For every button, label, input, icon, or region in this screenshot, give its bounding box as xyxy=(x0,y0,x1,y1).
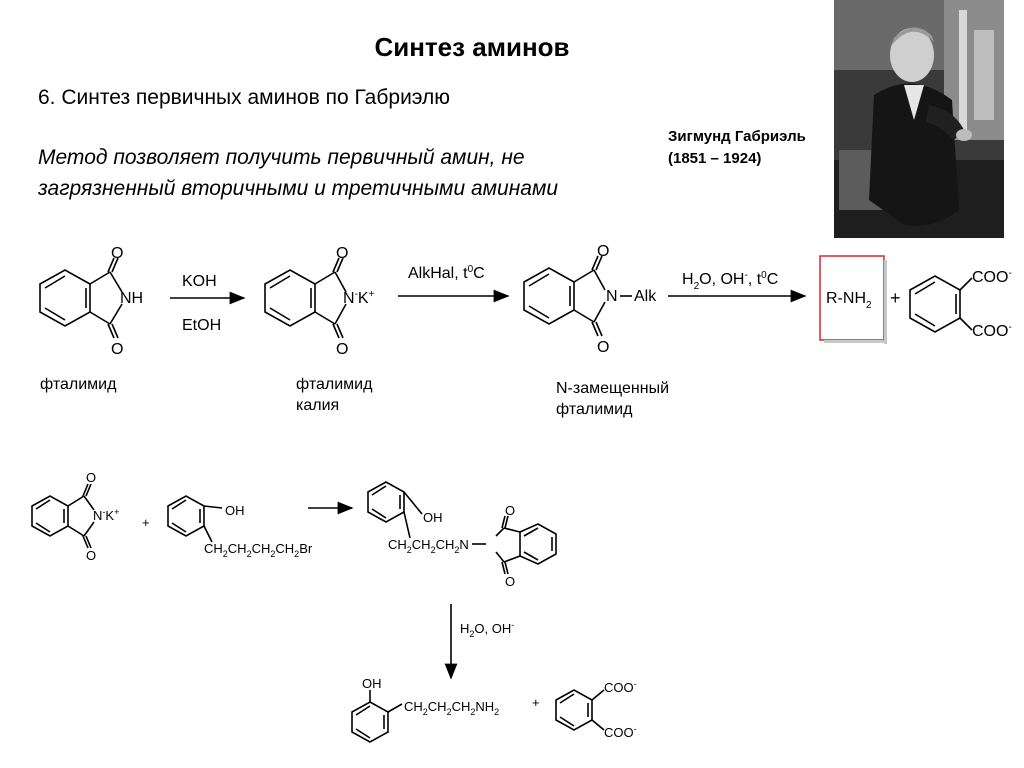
slide-title: Синтез аминов xyxy=(374,32,570,62)
reagent-hydrolysis: H2O, OH-, t0C xyxy=(682,270,778,292)
n-substituted-phthalimide-structure xyxy=(523,255,632,337)
method-description: Метод позволяет получить первичный амин,… xyxy=(38,142,558,204)
primary-amine-product: R-NH2 xyxy=(826,290,872,311)
oxo-label: O xyxy=(597,339,609,356)
oxo-label: O xyxy=(86,548,96,563)
plus-sign: + xyxy=(532,695,540,710)
phthalate-structure-2 xyxy=(555,689,605,731)
reagent-hydrolysis-2: H2O, OH- xyxy=(460,620,514,639)
portrait-photo-icon xyxy=(834,0,1004,238)
oxo-label: O xyxy=(597,243,609,260)
phthalimide-label: фталимид xyxy=(40,376,117,393)
carboxylate-label: COO- xyxy=(972,268,1012,286)
highlight-shadow xyxy=(884,260,887,344)
phthalate-structure xyxy=(909,275,973,333)
aminopropylphenol-structure xyxy=(351,690,403,743)
carboxylate-label: COO- xyxy=(972,322,1012,340)
description-line-1: Метод позволяет получить первичный амин,… xyxy=(38,146,525,169)
reagent-koh: KOH xyxy=(182,273,217,290)
n-anion-label: N-K+ xyxy=(93,507,119,523)
slide-subtitle: 6. Синтез первичных аминов по Габриэлю xyxy=(38,86,451,109)
n-substituted-label-2: фталимид xyxy=(556,401,633,418)
oxo-label: O xyxy=(336,341,348,358)
carboxylate-label: COO- xyxy=(604,679,637,695)
oxo-label: O xyxy=(86,470,96,485)
oxo-label: O xyxy=(111,245,123,262)
phthalimide-propylphenol-structure xyxy=(367,481,557,575)
oxo-label: O xyxy=(505,574,515,589)
aminopropyl-chain: CH2CH2CH2NH2 xyxy=(404,699,499,717)
potassium-phthalimide-structure-2 xyxy=(31,483,95,549)
plus-sign: + xyxy=(142,515,150,530)
oxo-label: O xyxy=(111,341,123,358)
potassium-phthalimide-label-2: калия xyxy=(296,397,339,414)
hydroxyl-label: OH xyxy=(423,510,443,525)
potassium-phthalimide-structure xyxy=(264,257,347,339)
hydroxyl-label: OH xyxy=(225,503,245,518)
n-label: N xyxy=(606,288,618,305)
alk-label: Alk xyxy=(634,288,657,305)
nh-label: NH xyxy=(120,290,143,307)
bromopropyl-chain: CH2CH2CH2CH2Br xyxy=(204,541,313,559)
oxo-label: O xyxy=(505,503,515,518)
person-years: (1851 – 1924) xyxy=(668,150,762,167)
description-line-2: загрязненный вторичными и третичными ами… xyxy=(38,177,559,200)
person-name: Зигмунд Габриэль xyxy=(668,128,806,145)
plus-sign: + xyxy=(890,288,901,308)
propyl-n-chain: CH2CH2CH2N xyxy=(388,537,469,555)
n-substituted-label-1: N-замещенный xyxy=(556,380,669,397)
phthalimide-structure xyxy=(39,257,123,339)
bromopropylphenol-structure xyxy=(167,495,223,543)
person-caption: Зигмунд Габриэль (1851 – 1924) xyxy=(668,126,806,170)
potassium-phthalimide-label-1: фталимид xyxy=(296,376,373,393)
hydroxyl-label: OH xyxy=(362,676,382,691)
highlight-shadow-bottom xyxy=(824,340,887,343)
n-anion-label: N-K+ xyxy=(343,289,375,307)
carboxylate-label: COO- xyxy=(604,724,637,740)
oxo-label: O xyxy=(336,245,348,262)
reagent-etoh: EtOH xyxy=(182,317,221,334)
reagent-alkhal: AlkHal, t0C xyxy=(408,264,485,282)
